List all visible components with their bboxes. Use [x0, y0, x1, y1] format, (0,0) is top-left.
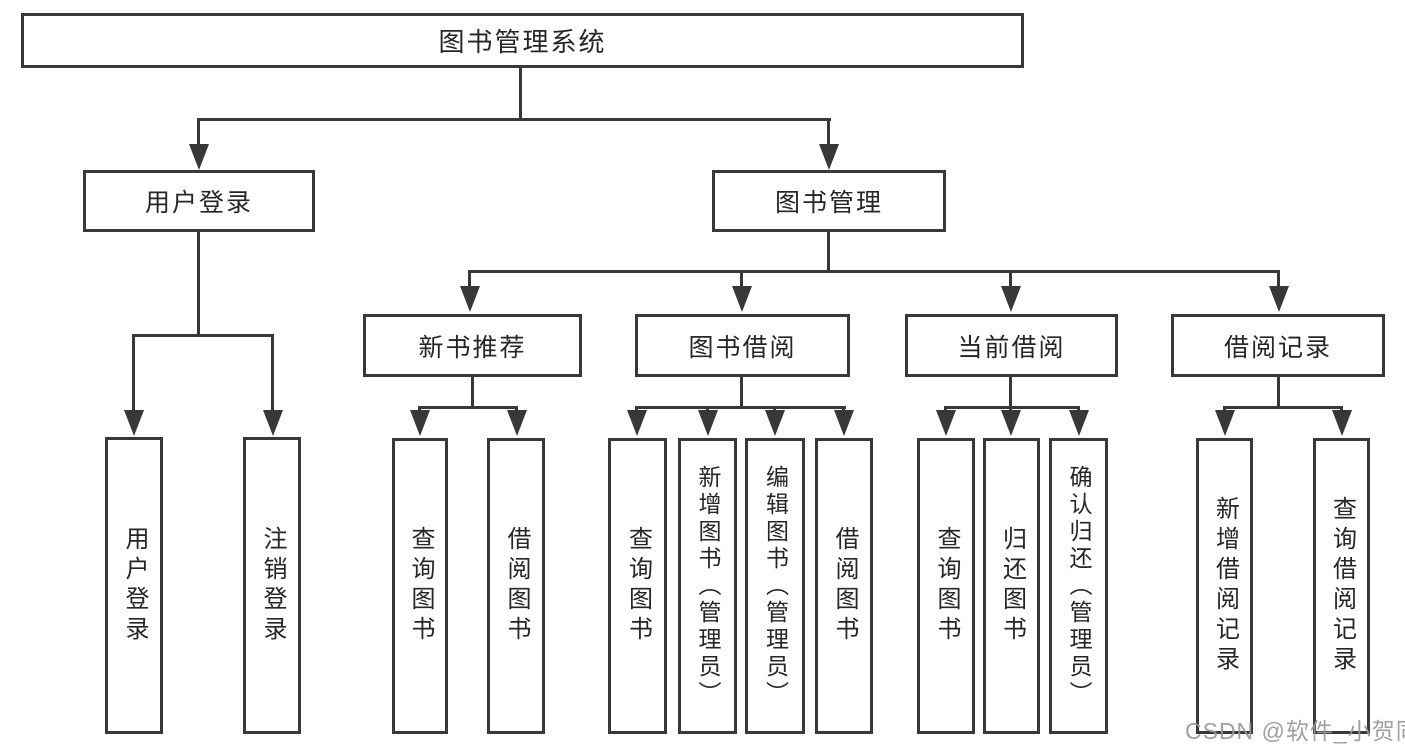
leaf-edit-books-admin: 编辑图书（管理员）: [745, 438, 805, 734]
leaf-label: 编辑图书（管理员）: [762, 464, 789, 708]
connector-line: [1223, 406, 1343, 409]
arrow-down-icon: [1269, 286, 1289, 312]
connector-line: [1009, 377, 1012, 408]
arrow-down-icon: [698, 410, 718, 436]
arrow-down-icon: [189, 144, 209, 170]
leaf-label: 新增借阅记录: [1211, 496, 1239, 676]
leaf-user-login: 用户登录: [105, 437, 163, 734]
node-borrowing-records: 借阅记录: [1171, 314, 1385, 377]
node-user-login: 用户登录: [83, 170, 315, 232]
leaf-return-books: 归还图书: [983, 438, 1040, 734]
arrow-down-icon: [460, 286, 480, 312]
arrow-down-icon: [124, 410, 144, 436]
connector-line: [1009, 270, 1012, 288]
arrow-down-icon: [410, 410, 430, 436]
arrow-down-icon: [263, 410, 283, 436]
csdn-watermark: CSDN @软件_小贺同学: [1185, 718, 1405, 744]
leaf-label: 查询图书: [624, 526, 652, 646]
leaf-label: 查询图书: [933, 526, 960, 646]
connector-line: [418, 406, 518, 409]
leaf-label: 确认归还（管理员）: [1066, 464, 1092, 708]
leaf-label: 借阅图书: [503, 526, 530, 646]
leaf-label: 归还图书: [998, 526, 1026, 646]
arrow-down-icon: [1215, 410, 1235, 436]
connector-line: [471, 377, 474, 408]
leaf-label: 用户登录: [121, 525, 148, 646]
connector-line: [132, 334, 274, 337]
connector-line: [827, 232, 830, 272]
leaf-query-borrow-record: 查询借阅记录: [1313, 438, 1370, 734]
connector-line: [197, 118, 200, 146]
arrow-down-icon: [1069, 410, 1089, 436]
leaf-label: 查询借阅记录: [1328, 496, 1356, 676]
leaf-confirm-return-admin: 确认归还（管理员）: [1049, 438, 1108, 734]
arrow-down-icon: [834, 410, 854, 436]
leaf-label: 注销登录: [259, 525, 286, 646]
connector-line: [1277, 270, 1280, 288]
connector-line: [468, 270, 1280, 273]
leaf-borrow-books-2: 借阅图书: [815, 438, 873, 734]
arrow-down-icon: [1001, 286, 1021, 312]
connector-line: [197, 118, 831, 121]
arrow-down-icon: [507, 410, 527, 436]
arrow-down-icon: [765, 410, 785, 436]
arrow-down-icon: [819, 144, 839, 170]
node-current-borrowing: 当前借阅: [905, 314, 1118, 377]
connector-line: [468, 270, 471, 288]
node-book-management: 图书管理: [712, 170, 946, 232]
leaf-query-books-3: 查询图书: [917, 438, 975, 734]
connector-line: [635, 406, 846, 409]
connector-line: [132, 334, 135, 412]
arrow-down-icon: [1332, 410, 1352, 436]
leaf-add-books-admin: 新增图书（管理员）: [678, 438, 737, 734]
arrow-down-icon: [1001, 410, 1021, 436]
leaf-label: 查询图书: [407, 526, 434, 646]
leaf-label: 新增图书（管理员）: [695, 464, 721, 708]
node-new-book-recommend: 新书推荐: [363, 314, 582, 377]
arrow-down-icon: [936, 410, 956, 436]
connector-line: [271, 334, 274, 412]
connector-line: [740, 377, 743, 408]
leaf-add-borrow-record: 新增借阅记录: [1196, 438, 1253, 734]
connector-line: [827, 118, 830, 146]
connector-line: [197, 232, 200, 336]
leaf-logout: 注销登录: [243, 437, 301, 734]
connector-line: [1277, 377, 1280, 408]
arrow-down-icon: [732, 286, 752, 312]
leaf-borrow-books-1: 借阅图书: [487, 438, 545, 734]
node-library-management-system: 图书管理系统: [21, 13, 1024, 68]
connector-line: [944, 406, 1080, 409]
leaf-query-books-1: 查询图书: [392, 438, 448, 734]
leaf-query-books-2: 查询图书: [608, 438, 667, 734]
node-book-borrowing: 图书借阅: [635, 314, 850, 377]
connector-line: [519, 68, 522, 120]
connector-line: [740, 270, 743, 288]
leaf-label: 借阅图书: [831, 526, 858, 646]
arrow-down-icon: [627, 410, 647, 436]
